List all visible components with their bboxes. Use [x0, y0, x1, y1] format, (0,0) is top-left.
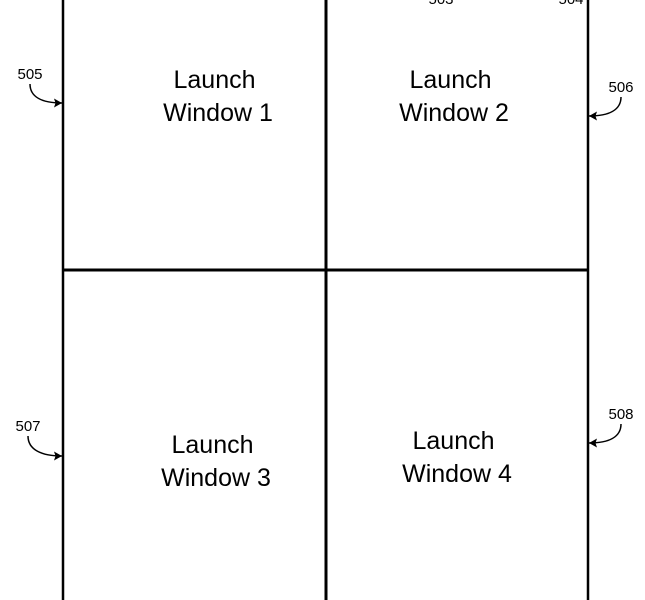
window-1-line1: Launch	[174, 66, 256, 94]
window-3-line2: Window 3	[161, 464, 271, 492]
window-1-label: Launch Window 1	[163, 66, 273, 127]
ref-508: 508	[608, 406, 633, 423]
ref-508-leader	[589, 424, 621, 443]
ref-506-leader	[589, 97, 621, 116]
window-3-label: Launch Window 3	[161, 431, 271, 492]
window-2-label: Launch Window 2	[399, 66, 509, 127]
window-4-line2: Window 4	[402, 460, 512, 488]
window-2-line2: Window 2	[399, 99, 509, 127]
window-2-line1: Launch	[410, 66, 492, 94]
ref-503: 503	[428, 0, 453, 8]
ref-507-leader	[28, 436, 62, 456]
ref-506: 506	[608, 79, 633, 96]
ref-507: 507	[15, 418, 40, 435]
window-3-line1: Launch	[172, 431, 254, 459]
window-grid	[63, 0, 588, 600]
window-4-label: Launch Window 4	[402, 427, 512, 488]
ref-505: 505	[17, 66, 42, 83]
ref-505-leader	[30, 84, 62, 103]
window-1-line2: Window 1	[163, 99, 273, 127]
ref-504: 504	[558, 0, 583, 8]
window-4-line1: Launch	[413, 427, 495, 455]
